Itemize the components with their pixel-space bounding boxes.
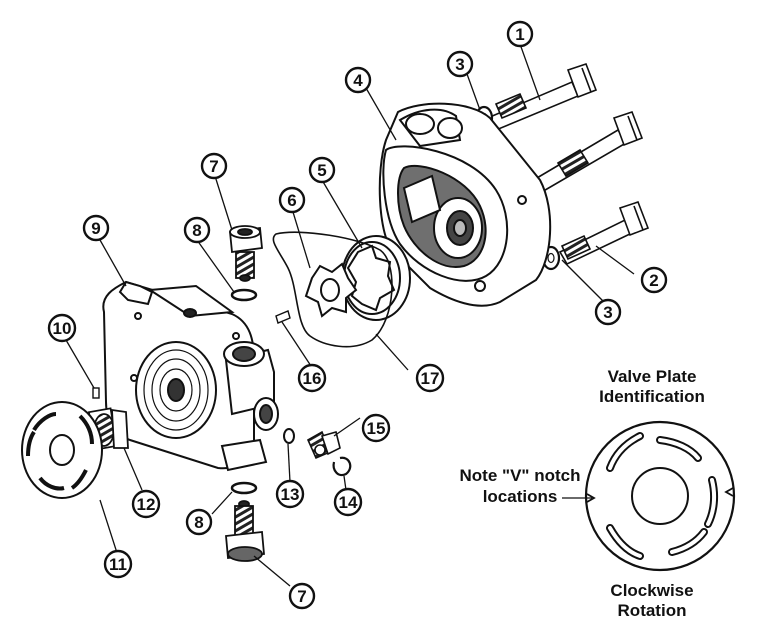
- check-fitting: [306, 430, 341, 460]
- inset-bottom-line2: Rotation: [618, 601, 687, 620]
- relief-valve-upper: [229, 225, 263, 282]
- relief-valve-lower: [225, 500, 265, 562]
- svg-text:8: 8: [192, 221, 201, 240]
- svg-text:8: 8: [194, 513, 203, 532]
- svg-text:7: 7: [297, 587, 306, 606]
- callout-3-bottom: 3: [594, 298, 622, 326]
- svg-text:3: 3: [603, 303, 612, 322]
- callout-6: 6: [278, 186, 306, 214]
- bolt-middle: [518, 110, 644, 202]
- o-ring-lower: [230, 481, 258, 495]
- valve-plate-inset: Valve Plate Identification Note "V" notc…: [460, 367, 736, 620]
- dowel-pin: [92, 387, 100, 399]
- callout-8-top: 8: [183, 216, 211, 244]
- needle-bearing: [87, 407, 129, 451]
- svg-text:16: 16: [303, 369, 322, 388]
- bolt-top: [488, 62, 598, 132]
- valve-plate-slots: [606, 432, 719, 560]
- gerotor-ring: [341, 235, 411, 321]
- callout-17: 17: [415, 363, 445, 393]
- svg-text:4: 4: [353, 71, 363, 90]
- svg-text:2: 2: [649, 271, 658, 290]
- callout-16: 16: [297, 363, 327, 393]
- callout-2: 2: [640, 266, 668, 294]
- rear-housing: [378, 102, 552, 307]
- front-housing: [102, 280, 279, 472]
- o-ring-upper: [230, 288, 258, 302]
- o-ring-small: [283, 428, 295, 444]
- svg-text:5: 5: [317, 161, 326, 180]
- valve-plate-exploded: [21, 401, 103, 499]
- inset-title-line2: Identification: [599, 387, 705, 406]
- callout-7-bottom: 7: [288, 582, 316, 610]
- svg-text:17: 17: [421, 369, 440, 388]
- inset-title-line1: Valve Plate: [608, 367, 697, 386]
- note-line2: locations: [483, 487, 558, 506]
- svg-text:7: 7: [209, 157, 218, 176]
- callout-15: 15: [361, 413, 391, 443]
- svg-text:11: 11: [109, 555, 127, 574]
- inset-bottom-line1: Clockwise: [610, 581, 693, 600]
- callout-10: 10: [47, 313, 77, 343]
- callout-3-top: 3: [446, 50, 474, 78]
- svg-text:15: 15: [367, 419, 386, 438]
- note-line1: Note "V" notch: [460, 466, 581, 485]
- leader-lines: [65, 43, 635, 587]
- key-pin: [275, 310, 291, 324]
- snap-ring: [332, 456, 352, 477]
- svg-text:6: 6: [287, 191, 296, 210]
- gasket: [272, 231, 393, 348]
- callout-9: 9: [82, 214, 110, 242]
- callout-14: 14: [333, 487, 363, 517]
- svg-text:14: 14: [339, 493, 358, 512]
- callout-13: 13: [275, 479, 305, 509]
- svg-text:12: 12: [137, 495, 156, 514]
- callout-5: 5: [308, 156, 336, 184]
- callout-8-bottom: 8: [185, 508, 213, 536]
- svg-text:13: 13: [281, 485, 300, 504]
- v-notches: [586, 487, 734, 503]
- svg-text:3: 3: [455, 55, 464, 74]
- svg-text:9: 9: [91, 219, 100, 238]
- callout-4: 4: [344, 66, 372, 94]
- callout-12: 12: [131, 489, 161, 519]
- callout-1: 1: [506, 20, 534, 48]
- callout-7-top: 7: [200, 152, 228, 180]
- bolt-lower: [558, 200, 650, 266]
- svg-text:1: 1: [515, 25, 524, 44]
- svg-text:10: 10: [53, 319, 72, 338]
- inner-gear: [304, 262, 358, 318]
- valve-plate-center-hole: [631, 467, 689, 525]
- callout-11: 11: [103, 549, 133, 579]
